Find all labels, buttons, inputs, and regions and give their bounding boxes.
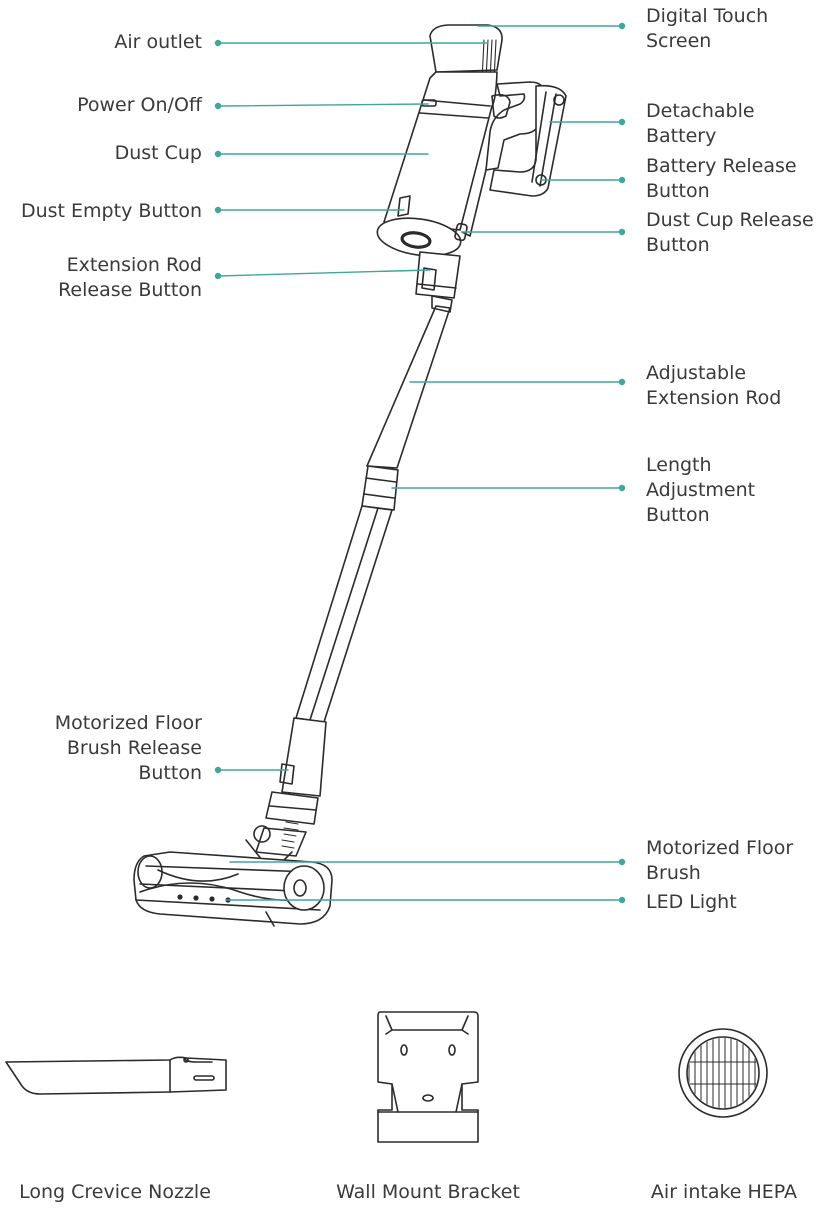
motorized-floor-brush-release-button-label: Motorized Floor Brush Release Button (54, 712, 202, 784)
air-intake-hepa-caption: Air intake HEPA (650, 1181, 798, 1203)
wall-mount-bracket-caption: Wall Mount Bracket (336, 1181, 520, 1203)
power-button (421, 99, 437, 107)
floor-brush-release-button (279, 763, 295, 785)
dust-empty-button-label: Dust Empty Button (20, 200, 202, 222)
battery-top-knob (553, 94, 565, 106)
rod-connector (415, 251, 461, 299)
led-light-3 (209, 896, 215, 902)
dust-cup-lid-inner (400, 231, 432, 249)
extension-rod-release-button-label: Extension Rod Release Button (58, 254, 202, 301)
rod-release-button (421, 267, 437, 291)
led-light-1 (177, 894, 183, 900)
battery-edge-2 (539, 93, 557, 187)
led-light-label: LED Light (646, 891, 737, 913)
battery-edge (531, 91, 547, 183)
brush-head-front-lip (135, 899, 321, 911)
motorized-floor-brush (133, 851, 333, 927)
power-on-off-label: Power On/Off (77, 94, 202, 116)
detachable-battery-label: Detachable Battery (646, 100, 755, 147)
battery-pack (489, 84, 567, 197)
dust-cup-label: Dust Cup (114, 142, 202, 164)
handle-support (461, 169, 487, 237)
leader-lines (217, 25, 623, 901)
dust-cup-band-2 (419, 112, 489, 119)
digital-touch-screen-label: Digital Touch Screen (646, 5, 769, 52)
length-adjustment-collar (361, 465, 399, 511)
air-intake-hepa-drawing (678, 1028, 768, 1118)
leader-dots (214, 22, 626, 904)
handle-battery (461, 81, 567, 237)
dust-cup-release-button (454, 222, 468, 242)
dust-cup-lid (376, 217, 462, 257)
dust-cup-body (383, 71, 498, 231)
extension-rod (295, 295, 453, 723)
dust-cup-release-button-label: Dust Cup Release Button (646, 209, 814, 256)
brush-wheel (283, 865, 325, 911)
wall-mount-bracket-drawing (377, 1011, 479, 1143)
battery-release-button-label: Battery Release Button (646, 155, 797, 202)
long-crevice-nozzle-caption: Long Crevice Nozzle (19, 1181, 211, 1203)
length-adjustment-button-label: Length Adjustment Button (646, 454, 756, 526)
trigger (491, 94, 511, 119)
led-light-2 (193, 895, 199, 901)
floor-brush-neck (245, 717, 327, 863)
adjustable-extension-rod-label: Adjustable Extension Rod (646, 362, 782, 409)
air-outlet-label: Air outlet (114, 31, 202, 53)
long-crevice-nozzle-drawing (5, 1056, 227, 1095)
head-housing (429, 24, 503, 73)
main-unit (376, 24, 503, 257)
motorized-floor-brush-label: Motorized Floor Brush (646, 837, 794, 884)
